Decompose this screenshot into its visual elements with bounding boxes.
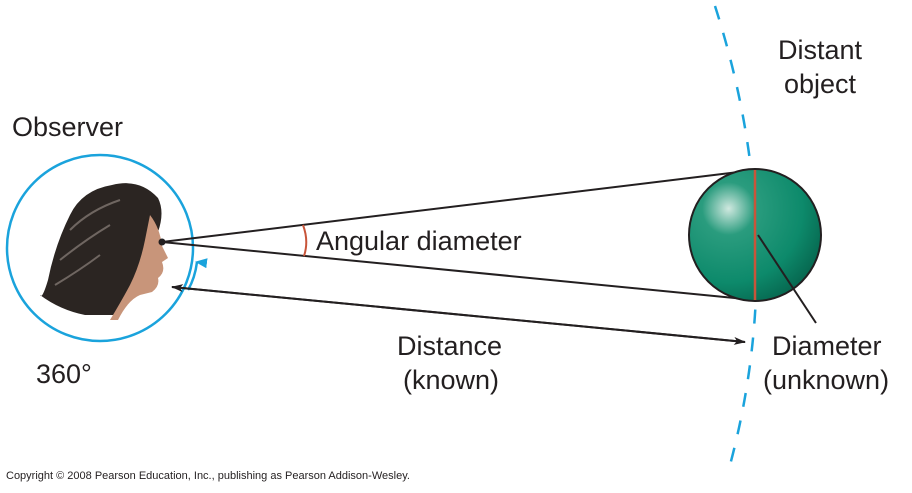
- distance-label-2: (known): [403, 365, 500, 395]
- copyright-notice: Copyright © 2008 Pearson Education, Inc.…: [6, 470, 410, 482]
- distant-object-label-1: Distant: [778, 35, 863, 65]
- angle-mark: [302, 224, 308, 257]
- observer-label: Observer: [12, 112, 124, 142]
- distant-object-label-2: object: [784, 69, 857, 99]
- diameter-leader-line: [757, 234, 817, 324]
- distance-label-1: Distance: [397, 331, 503, 361]
- sight-line-bottom: [161, 241, 756, 301]
- diameter-label-2: (unknown): [763, 365, 890, 395]
- observer-head-icon: [40, 183, 168, 320]
- distance-arrow-end: [171, 286, 746, 345]
- observer-circle: [5, 153, 195, 343]
- angular-diameter-label: Angular diameter: [316, 226, 522, 256]
- full-circle-label: 360°: [36, 359, 92, 389]
- diameter-label-1: Diameter: [772, 331, 882, 361]
- sight-line-top: [161, 169, 756, 243]
